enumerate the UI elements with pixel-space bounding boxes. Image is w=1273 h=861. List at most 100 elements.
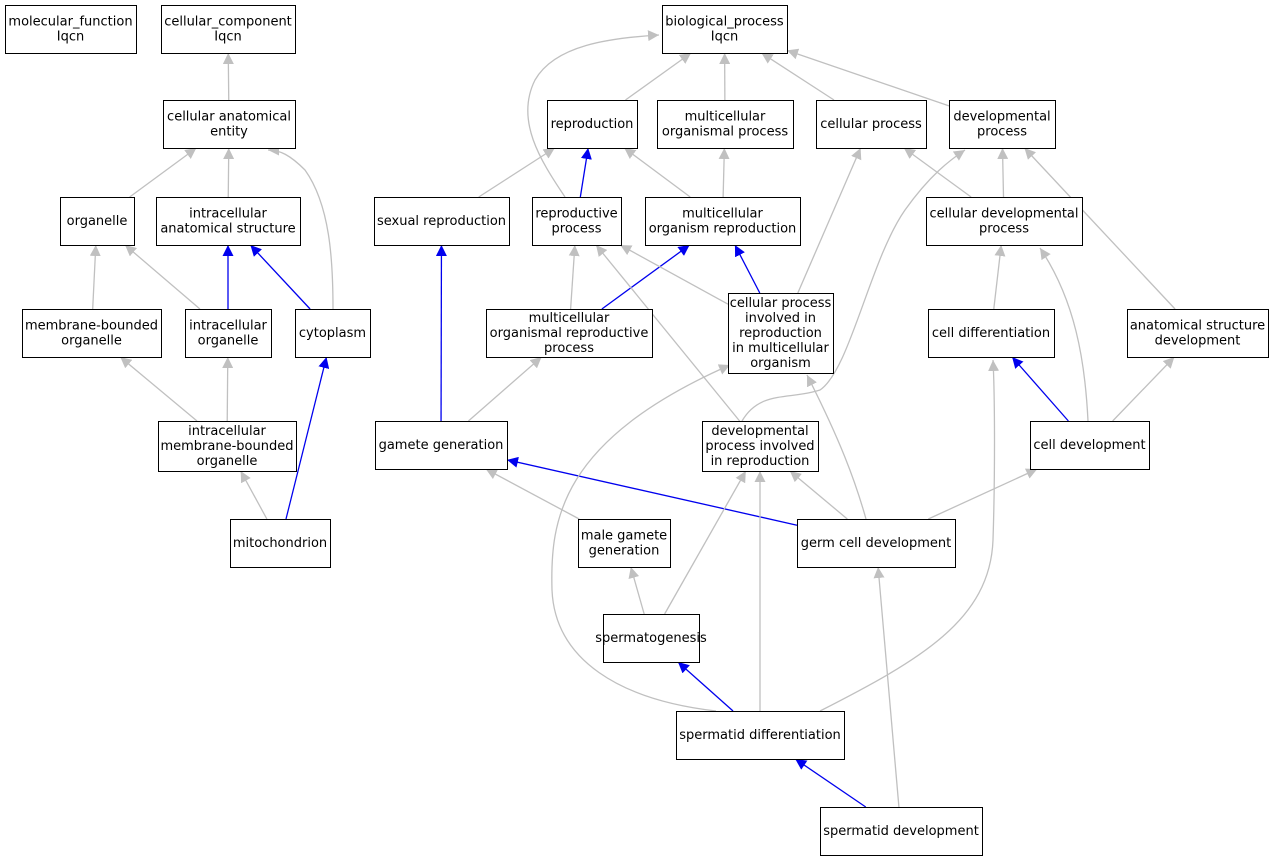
node-label-line: multicellular	[685, 110, 766, 125]
node-label-line: intracellular	[189, 319, 267, 334]
node-label-line: process	[544, 341, 594, 356]
edge-sdiff-to-cpir	[551, 364, 731, 712]
node-label-line: spermatid development	[823, 824, 979, 839]
edge-gcd-to-gg	[506, 456, 798, 526]
node-box	[662, 5, 788, 54]
node-box	[375, 421, 508, 470]
go-term-node-cdiff[interactable]: cell differentiation	[928, 309, 1055, 358]
edge-org-to-cae	[129, 147, 197, 198]
node-label-line: developmental	[953, 110, 1050, 125]
node-label-line: biological_process	[665, 15, 784, 30]
go-term-node-org[interactable]: organelle	[60, 197, 135, 246]
node-label-line: developmental	[711, 424, 808, 439]
go-term-node-cdev[interactable]: cell development	[1030, 421, 1150, 470]
node-box	[374, 197, 510, 246]
go-term-node-cp[interactable]: cellular process	[816, 100, 927, 149]
node-box	[156, 197, 301, 246]
node-label-line: involved in	[745, 311, 816, 326]
edge-imbo-to-mbo	[119, 356, 198, 422]
node-box	[645, 197, 801, 246]
node-label-line: mitochondrion	[233, 536, 327, 551]
node-box	[295, 309, 371, 358]
go-term-node-sexr[interactable]: sexual reproduction	[374, 197, 510, 246]
node-label-line: intracellular	[189, 207, 267, 222]
node-label-line: cell development	[1033, 438, 1145, 453]
node-box	[657, 100, 794, 149]
node-label-line: gamete generation	[379, 438, 504, 453]
node-label-line: sexual reproduction	[377, 214, 506, 229]
node-label-line: process	[979, 222, 1029, 237]
edge-dpir-to-dp	[741, 149, 966, 422]
node-label-line: anatomical structure	[160, 222, 295, 237]
go-term-node-sperm[interactable]: spermatogenesis	[595, 614, 707, 663]
edge-sdiff-to-sperm	[677, 661, 734, 712]
go-term-node-repro[interactable]: reproduction	[547, 100, 638, 149]
node-box	[702, 421, 819, 472]
node-box	[578, 519, 671, 568]
go-term-node-cyto[interactable]: cytoplasm	[295, 309, 371, 358]
edge-cdiff-to-cdp	[993, 244, 1006, 310]
node-label-line: molecular_function	[8, 15, 132, 30]
node-label-line: anatomical structure	[1130, 319, 1265, 334]
node-label-line: germ cell development	[801, 536, 951, 551]
node-box	[1127, 309, 1269, 358]
node-label-line: organism	[750, 356, 811, 371]
edge-sdev-to-gcd	[873, 566, 900, 808]
edge-rp-to-bp	[527, 30, 660, 198]
edge-cdev-to-cdp	[1039, 247, 1089, 422]
edge-cyto-to-cae	[267, 144, 334, 310]
node-label-line: multicellular	[682, 207, 763, 222]
node-box	[532, 197, 622, 246]
edge-gcd-to-cpir	[806, 374, 867, 520]
go-term-node-mito[interactable]: mitochondrion	[230, 519, 331, 568]
node-label-line: cellular developmental	[930, 207, 1079, 222]
node-label-line: in multicellular	[732, 341, 829, 356]
edge-gcd-to-cdev	[928, 468, 1038, 520]
edge-mbo-to-org	[89, 244, 101, 310]
node-label-line: cellular process	[730, 296, 832, 311]
edge-dp-to-bp	[786, 48, 950, 107]
node-label-line: spermatid differentiation	[679, 728, 841, 743]
node-label-line: organelle	[198, 334, 259, 349]
node-label-line: reproduction	[739, 326, 822, 341]
node-label-line: intracellular	[188, 424, 266, 439]
edge-cpir-to-mor	[734, 244, 761, 294]
node-label-line: organism reproduction	[649, 222, 797, 237]
go-term-node-gg[interactable]: gamete generation	[375, 421, 508, 470]
node-label-line: Iqcn	[711, 30, 738, 45]
go-term-node-sdev[interactable]: spermatid development	[820, 807, 983, 856]
node-label-line: cytoplasm	[299, 326, 366, 341]
node-label-line: membrane-bounded	[25, 319, 158, 334]
node-label-line: generation	[589, 544, 660, 559]
node-box	[816, 100, 927, 149]
node-box	[185, 309, 272, 358]
edge-gg-to-morp	[468, 356, 542, 422]
go-term-node-gcd[interactable]: germ cell development	[797, 519, 956, 568]
node-box	[163, 100, 296, 149]
go-term-node-sdiff[interactable]: spermatid differentiation	[676, 711, 845, 760]
node-label-line: reproduction	[551, 117, 634, 132]
edge-morp-to-rp	[568, 244, 580, 310]
node-label-line: organismal reproductive	[490, 326, 649, 341]
node-label-line: male gamete	[581, 529, 667, 544]
node-layer: molecular_functionIqcncellular_component…	[5, 5, 1269, 856]
node-box	[603, 614, 700, 663]
